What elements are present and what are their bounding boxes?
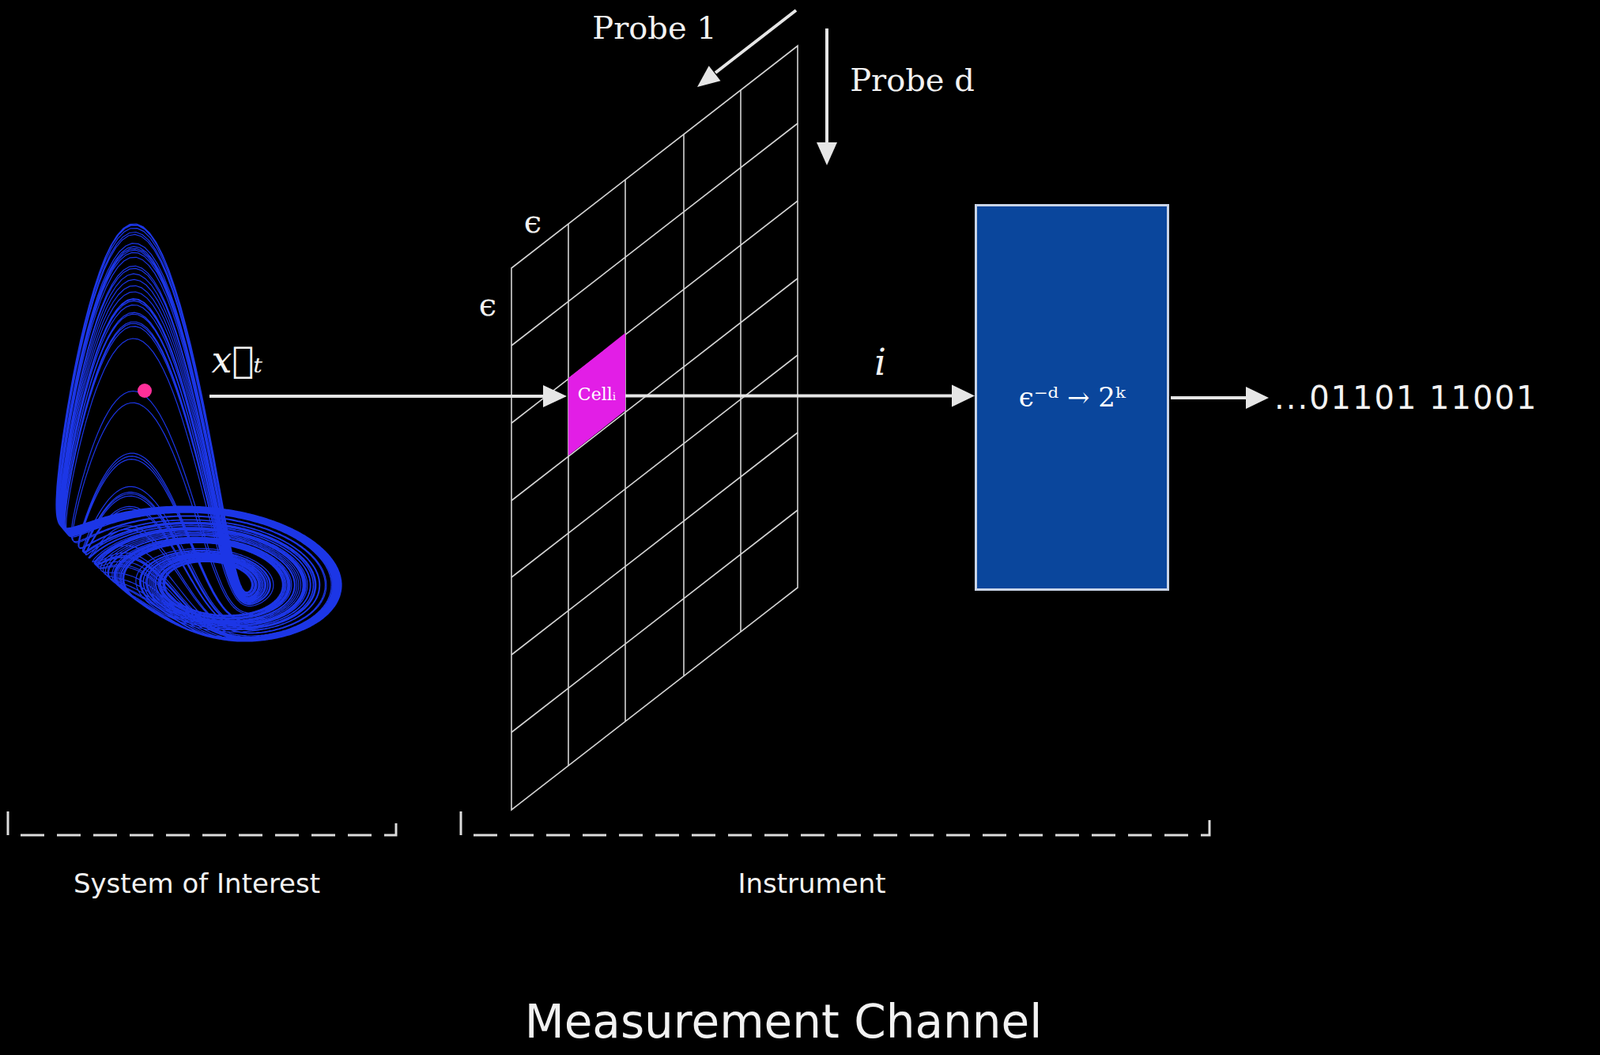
arrow-head xyxy=(1245,386,1269,409)
arrow-head xyxy=(816,142,838,166)
encoder-box: ϵ⁻ᵈ → 2ᵏ xyxy=(974,203,1170,591)
arrow-head xyxy=(951,384,975,408)
state-label: x⃗ₜ xyxy=(211,339,264,382)
probe-label: Probe d xyxy=(849,61,975,99)
system-bracket xyxy=(7,811,397,835)
caption: Measurement Channel xyxy=(524,995,1043,1049)
connector xyxy=(625,384,975,408)
output-arrow xyxy=(1170,396,1250,400)
arrow-head xyxy=(697,65,721,87)
attractor-group xyxy=(56,223,342,642)
cell-fill xyxy=(568,332,626,456)
group-label: System of Interest xyxy=(73,867,321,899)
grid-rows xyxy=(511,123,798,733)
state-dot xyxy=(137,383,152,398)
encoder-label: ϵ⁻ᵈ → 2ᵏ xyxy=(1018,381,1126,413)
grid-columns xyxy=(568,90,741,766)
instrument-bracket xyxy=(460,811,1210,835)
probe-label: Probe 1 xyxy=(592,9,717,46)
measurement-cell: Cellᵢ xyxy=(568,332,626,456)
cell-size-label: ϵ xyxy=(524,203,542,240)
measurement-grid xyxy=(511,45,798,810)
probe-arrow xyxy=(825,28,829,146)
probe-arrow xyxy=(715,10,797,73)
group-label: Instrument xyxy=(737,867,886,899)
edge-label: i xyxy=(874,341,887,384)
cell-size-label: ϵ xyxy=(479,286,497,323)
bit-stream: ...01101 11001 xyxy=(1274,379,1538,416)
arrow-head xyxy=(543,384,567,408)
connector-line xyxy=(625,394,956,398)
cell-label: Cellᵢ xyxy=(577,384,616,404)
state-arrow xyxy=(209,394,548,398)
grid-outline xyxy=(511,45,798,810)
brackets xyxy=(7,811,1210,835)
attractor-trajectory xyxy=(56,223,342,642)
